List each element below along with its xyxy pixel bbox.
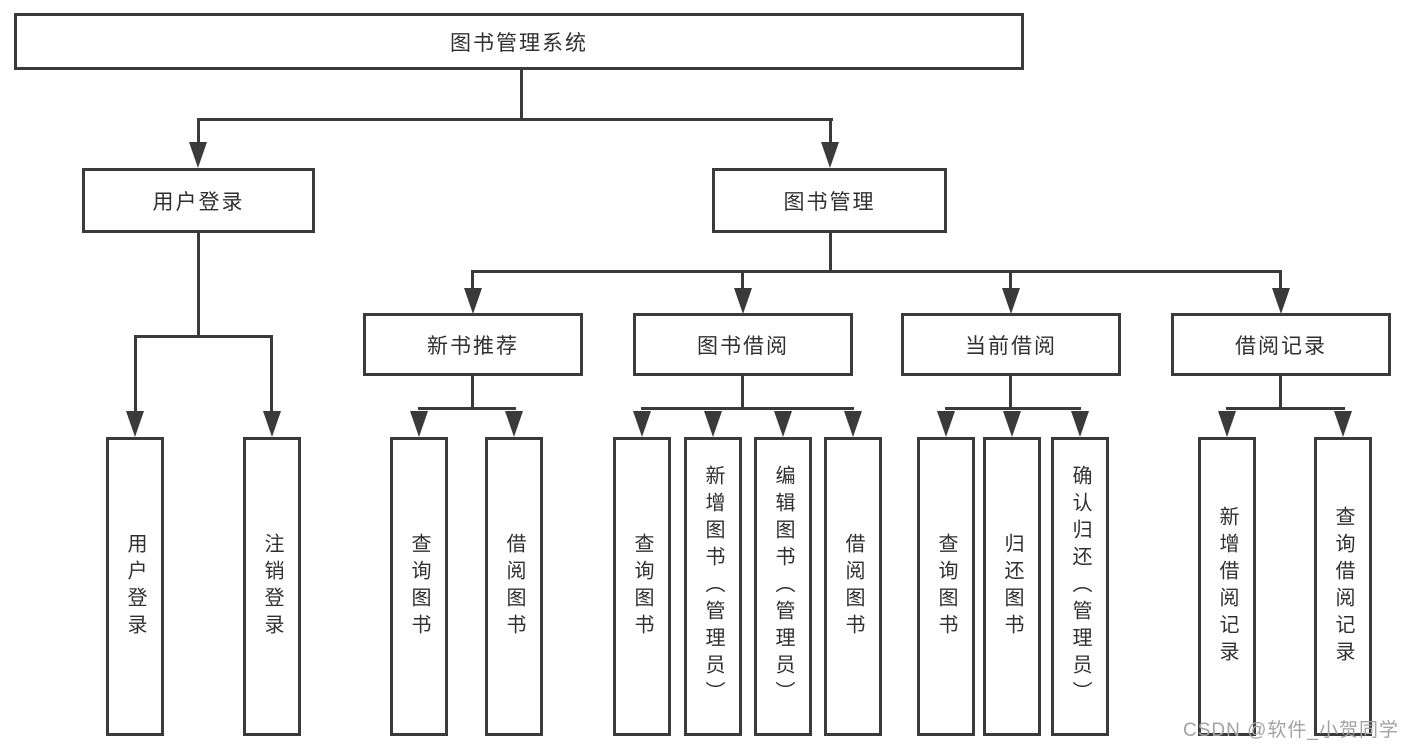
- connector-line: [471, 376, 474, 410]
- node-leaf-add-borrow-record: 新增借阅记录: [1198, 437, 1256, 736]
- arrowhead-down: [1272, 288, 1290, 314]
- csdn-watermark: CSDN @软件_小贺同学: [1183, 720, 1399, 741]
- connector-line: [1009, 376, 1012, 410]
- connector-line: [270, 335, 273, 415]
- arrowhead-down: [1002, 288, 1020, 314]
- node-leaf-add-books-admin: 新增图书（管理员）: [684, 437, 742, 736]
- node-user-login: 用户登录: [82, 168, 315, 233]
- node-leaf-search-books-newrec: 查询图书: [390, 437, 448, 736]
- connector-line: [829, 118, 832, 146]
- node-new-book-recommend: 新书推荐: [363, 313, 583, 376]
- arrowhead-down: [821, 142, 839, 168]
- connector-line: [741, 270, 744, 290]
- node-leaf-user-login: 用户登录: [106, 437, 164, 736]
- connector-line: [1279, 376, 1282, 410]
- arrowhead-down: [704, 411, 722, 437]
- connector-line: [520, 70, 523, 120]
- connector-line: [641, 407, 854, 410]
- node-book-management: 图书管理: [712, 168, 947, 233]
- arrowhead-down: [734, 288, 752, 314]
- arrowhead-down: [1003, 411, 1021, 437]
- connector-line: [418, 407, 516, 410]
- connector-line: [471, 270, 474, 290]
- arrowhead-down: [126, 411, 144, 437]
- arrowhead-down: [1071, 411, 1089, 437]
- node-leaf-borrow-books-borrowing: 借阅图书: [824, 437, 882, 736]
- connector-line: [197, 118, 833, 121]
- arrowhead-down: [464, 288, 482, 314]
- connector-line: [741, 376, 744, 410]
- arrowhead-down: [263, 411, 281, 437]
- node-leaf-edit-books-admin: 编辑图书（管理员）: [754, 437, 812, 736]
- node-leaf-search-borrow-record: 查询借阅记录: [1314, 437, 1372, 736]
- arrowhead-down: [1334, 411, 1352, 437]
- connector-line: [134, 335, 273, 338]
- node-leaf-logout: 注销登录: [243, 437, 301, 736]
- arrowhead-down: [505, 411, 523, 437]
- node-leaf-search-books-borrowing: 查询图书: [613, 437, 671, 736]
- connector-line: [471, 270, 1282, 273]
- node-leaf-confirm-return-admin: 确认归还（管理员）: [1051, 437, 1109, 736]
- connector-line: [1009, 270, 1012, 290]
- node-leaf-borrow-books-newrec: 借阅图书: [485, 437, 543, 736]
- node-borrowing-records: 借阅记录: [1171, 313, 1391, 376]
- connector-line: [197, 118, 200, 146]
- arrowhead-down: [774, 411, 792, 437]
- connector-line: [829, 233, 832, 273]
- connector-line: [134, 335, 137, 415]
- connector-line: [1226, 407, 1345, 410]
- arrowhead-down: [410, 411, 428, 437]
- arrowhead-down: [189, 142, 207, 168]
- arrowhead-down: [937, 411, 955, 437]
- connector-line: [197, 233, 200, 338]
- arrowhead-down: [1218, 411, 1236, 437]
- node-leaf-search-books-current: 查询图书: [917, 437, 975, 736]
- arrowhead-down: [633, 411, 651, 437]
- connector-line: [945, 407, 1081, 410]
- arrowhead-down: [844, 411, 862, 437]
- node-current-borrowing: 当前借阅: [901, 313, 1121, 376]
- node-library-management-system: 图书管理系统: [14, 13, 1024, 70]
- node-leaf-return-books: 归还图书: [983, 437, 1041, 736]
- node-book-borrowing: 图书借阅: [633, 313, 853, 376]
- connector-line: [1279, 270, 1282, 290]
